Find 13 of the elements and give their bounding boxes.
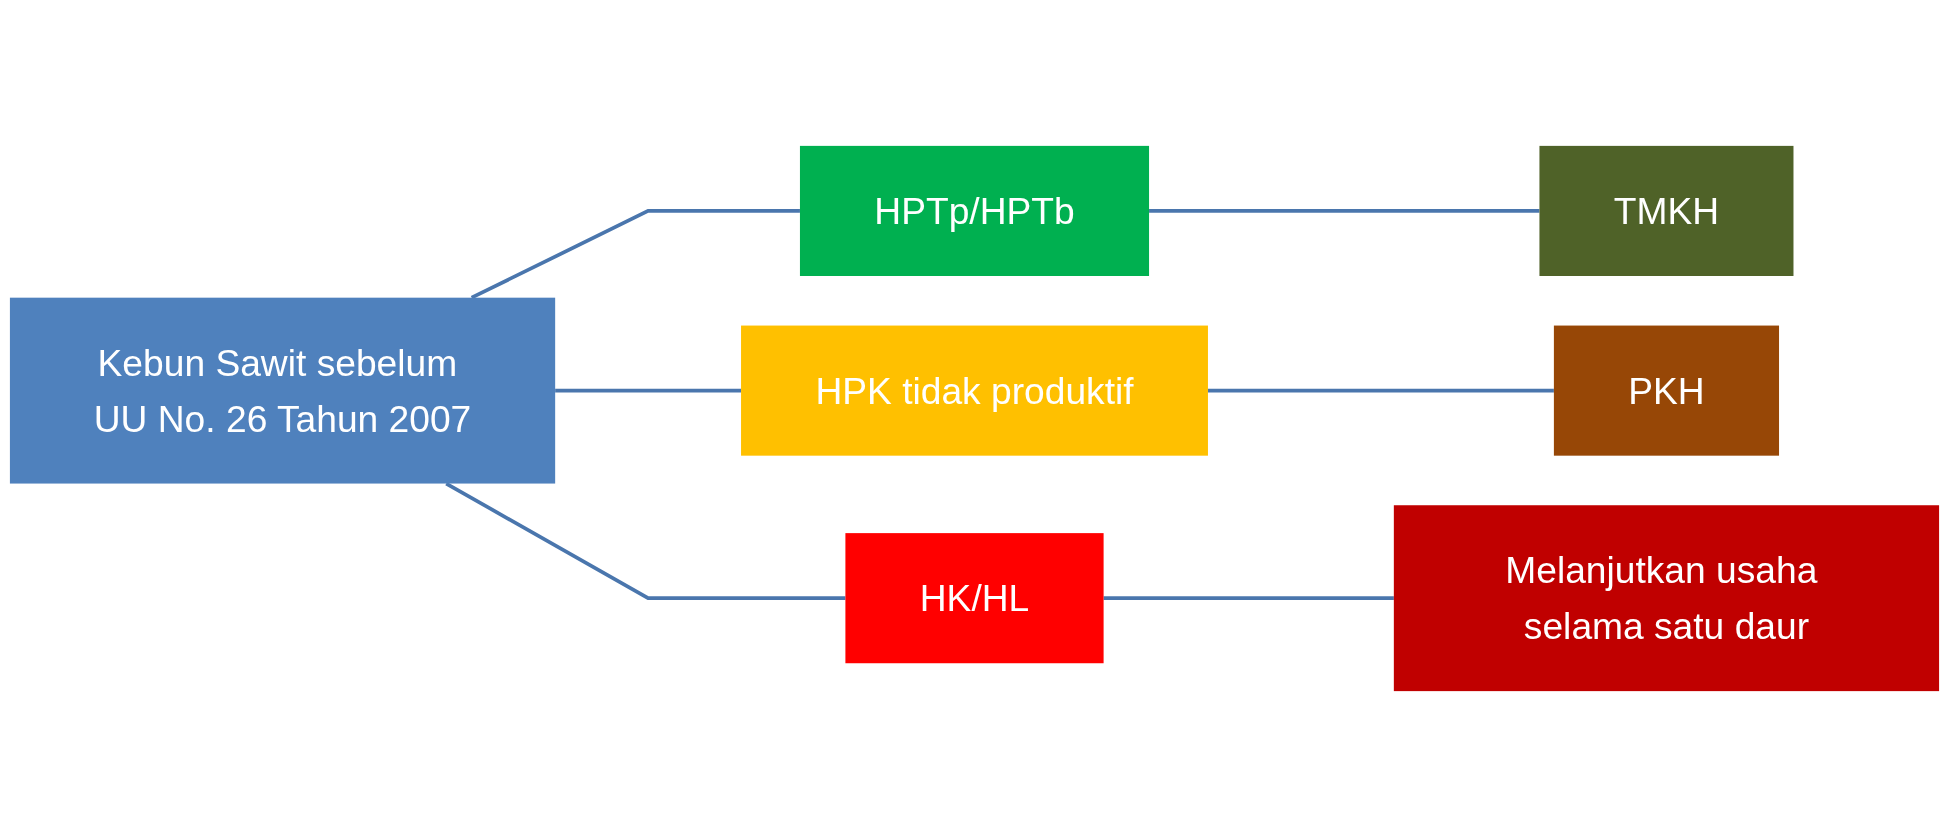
connector xyxy=(470,209,800,300)
connector xyxy=(555,388,742,393)
node-box: PKH xyxy=(1553,325,1780,456)
connector xyxy=(1103,596,1394,601)
connector xyxy=(1149,209,1540,213)
node-box: HPTp/HPTb xyxy=(799,145,1150,276)
connector xyxy=(445,481,846,601)
node-box: TMKH xyxy=(1539,145,1794,276)
node-box: HK/HL xyxy=(845,533,1104,664)
connector xyxy=(1207,388,1554,393)
node-box: Kebun Sawit sebelum UU No. 26 Tahun 2007 xyxy=(9,297,556,484)
node-box: Melanjutkan usaha selama satu daur xyxy=(1393,505,1940,692)
node-box: HPK tidak produktif xyxy=(741,325,1208,456)
